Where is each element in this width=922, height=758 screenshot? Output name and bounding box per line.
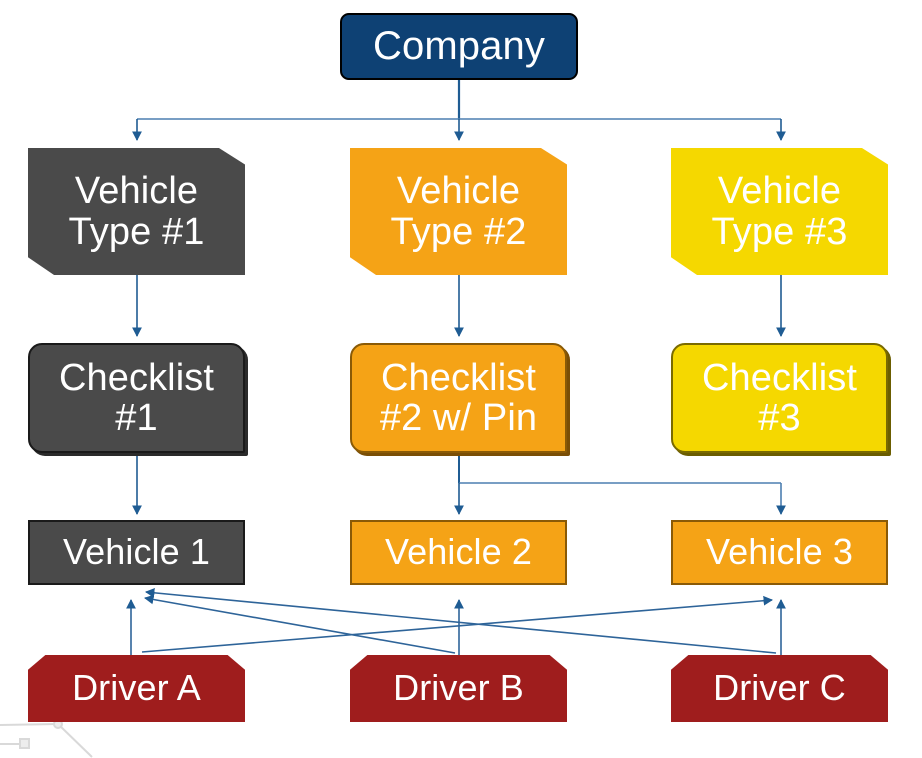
node-checklist-3-line1: Checklist (701, 356, 858, 399)
edge-group-driver-to-vehicle (126, 587, 786, 655)
node-checklist-2[interactable]: Checklist #2 w/ Pin (350, 343, 567, 453)
node-checklist-1[interactable]: Checklist #1 (28, 343, 245, 453)
node-vehicle-1-label: Vehicle 1 (62, 531, 210, 573)
node-checklist-2-line1: Checklist (380, 356, 537, 399)
background-artifact (0, 719, 93, 758)
node-driver-a[interactable]: Driver A (28, 655, 245, 722)
node-vehicle-type-1[interactable]: Vehicle Type #1 (28, 148, 245, 275)
node-driver-c-label: Driver C (713, 667, 846, 709)
node-driver-a-label: Driver A (72, 667, 201, 709)
edge-group-checklist-to-vehicle (132, 453, 786, 515)
node-vehicle-type-2[interactable]: Vehicle Type #2 (350, 148, 567, 275)
node-vehicle-type-1-line2: Type #1 (68, 210, 205, 253)
node-vehicle-type-2-line2: Type #2 (390, 210, 527, 253)
node-checklist-1-line2: #1 (115, 397, 158, 439)
node-vehicle-type-3[interactable]: Vehicle Type #3 (671, 148, 888, 275)
node-driver-b[interactable]: Driver B (350, 655, 567, 722)
node-driver-b-label: Driver B (393, 667, 524, 709)
node-checklist-3[interactable]: Checklist #3 (671, 343, 888, 453)
node-vehicle-type-3-line2: Type #3 (711, 210, 848, 253)
node-checklist-3-line2: #3 (758, 397, 801, 439)
node-vehicle-3-label: Vehicle 3 (705, 531, 853, 573)
node-company-label: Company (373, 24, 545, 69)
edge-group-type-to-checklist (132, 275, 786, 337)
node-company[interactable]: Company (340, 13, 578, 80)
node-checklist-2-line2: #2 w/ Pin (379, 397, 538, 439)
node-vehicle-type-3-line1: Vehicle (717, 170, 842, 213)
node-vehicle-2-label: Vehicle 2 (384, 531, 532, 573)
node-checklist-1-line1: Checklist (58, 356, 215, 399)
node-driver-c[interactable]: Driver C (671, 655, 888, 722)
node-vehicle-3[interactable]: Vehicle 3 (671, 520, 888, 585)
node-vehicle-1[interactable]: Vehicle 1 (28, 520, 245, 585)
edge-group-company (132, 80, 786, 141)
node-vehicle-type-1-line1: Vehicle (74, 170, 199, 213)
node-vehicle-2[interactable]: Vehicle 2 (350, 520, 567, 585)
node-vehicle-type-2-line1: Vehicle (396, 170, 521, 213)
